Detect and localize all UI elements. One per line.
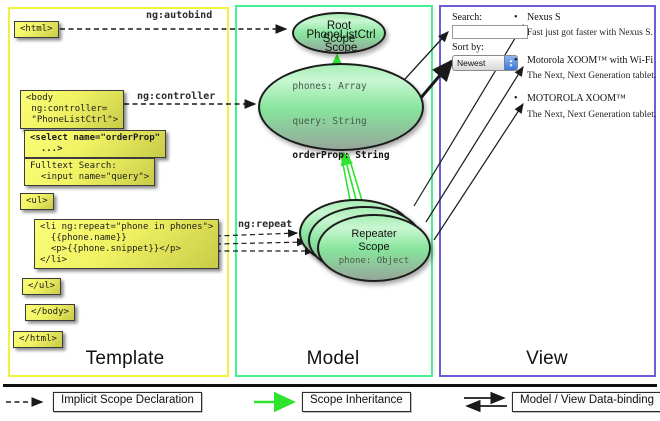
model-panel-label: Model — [306, 348, 360, 369]
root-scope-title: Root Scope — [322, 19, 356, 45]
autobind-label: ng:autobind — [146, 10, 213, 21]
phone-item-desc: The Next, Next Generation tablet. — [527, 110, 657, 120]
phone-item-title: MOTOROLA XOOM™ — [527, 93, 626, 104]
sort-select[interactable]: Newest ▲ ▼ — [452, 55, 518, 71]
sort-select-value: Newest — [457, 58, 486, 68]
li-repeat-box: <li ng:repeat="phone in phones"> {{phone… — [34, 219, 220, 269]
legend-scope-inheritance: Scope Inheritance — [302, 392, 411, 412]
legend-data-binding: Model / View Data-binding — [512, 392, 660, 412]
phonelistctrl-scope-ellipse: PhoneListCtrl Scope phones: Array query:… — [258, 29, 424, 161]
phone-item-desc: Fast just got faster with Nexus S. — [527, 28, 653, 38]
ul-open-tag-box: <ul> — [20, 193, 54, 210]
html-open-tag-box: <html> — [14, 21, 59, 38]
sort-by-label: Sort by: — [452, 42, 484, 53]
legend-separator — [3, 384, 657, 387]
legend-implicit-scope: Implicit Scope Declaration — [53, 392, 202, 412]
body-open-tag-box: <body ng:controller= "PhoneListCtrl"> — [20, 90, 125, 129]
template-panel-label: Template — [85, 348, 165, 369]
bullet-icon: • — [514, 55, 518, 66]
phone-item-title: Nexus S — [527, 12, 561, 23]
prop-orderprop: orderProp: String — [292, 150, 390, 162]
phonelistctrl-scope-title: PhoneListCtrl Scope — [306, 29, 376, 55]
search-label: Search: — [452, 12, 482, 23]
bullet-icon: • — [514, 12, 518, 23]
ul-close-tag-box: </ul> — [22, 278, 62, 295]
body-close-tag-box: </body> — [25, 304, 75, 321]
stepper-up-icon: ▲ — [508, 58, 514, 63]
html-close-tag-box: </html> — [13, 331, 63, 348]
select-tag-box: <select name="orderProp" ...> — [24, 130, 167, 158]
bullet-icon: • — [514, 93, 518, 104]
select-stepper-icon[interactable]: ▲ ▼ — [504, 56, 517, 70]
fulltext-search-box: Fulltext Search: <input name="query"> — [24, 158, 156, 186]
prop-query: query: String — [292, 115, 367, 127]
controller-label: ng:controller — [137, 91, 216, 102]
search-input[interactable] — [452, 25, 528, 39]
stepper-down-icon: ▼ — [508, 63, 514, 68]
repeater-scope-ellipse-front: Repeater Scope phone: Object — [317, 214, 431, 282]
repeat-label: ng:repeat — [238, 219, 293, 230]
phone-item-title: Motorola XOOM™ with Wi-Fi — [527, 55, 654, 66]
template-panel — [8, 7, 229, 377]
root-scope-ellipse: Root Scope — [292, 12, 386, 54]
prop-phone: phone: Object — [338, 256, 410, 267]
prop-phones: phones: Array — [292, 81, 367, 93]
view-panel-label: View — [526, 348, 568, 369]
repeater-scope-title: Repeater Scope — [351, 228, 397, 253]
phone-item-desc: The Next, Next Generation tablet. — [527, 71, 657, 81]
